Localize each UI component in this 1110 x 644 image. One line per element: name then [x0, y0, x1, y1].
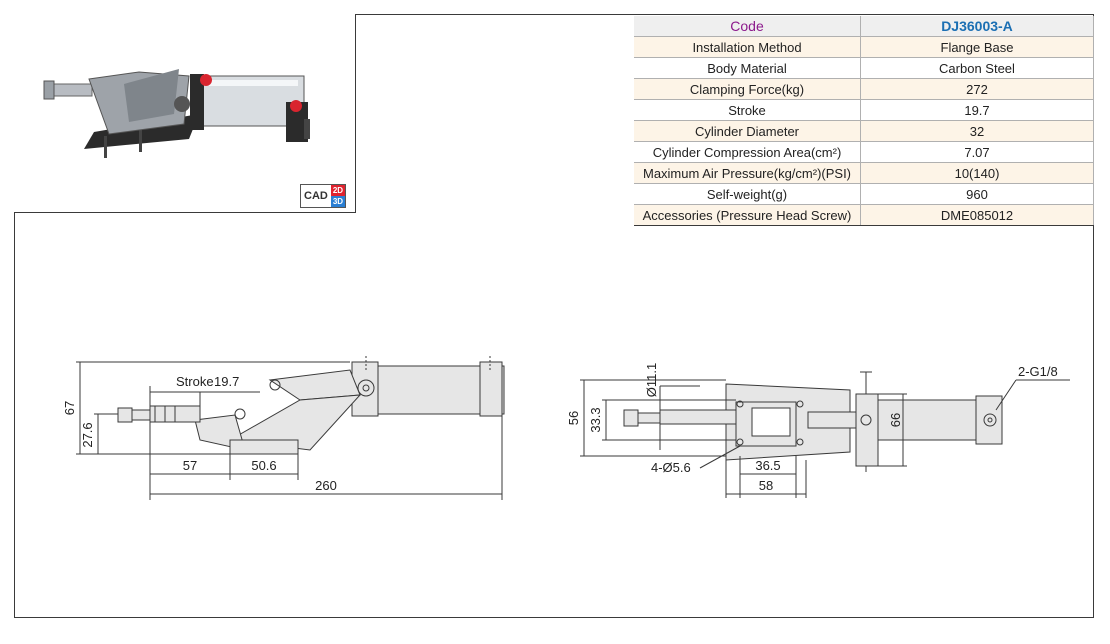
product-photo-panel [14, 14, 356, 213]
dim-66: 66 [888, 413, 903, 427]
spec-label: Maximum Air Pressure(kg/cm²)(PSI) [634, 162, 861, 184]
drawing-frame [14, 14, 1094, 618]
spec-label: Self-weight(g) [634, 183, 861, 205]
spec-row: Stroke 19.7 [634, 99, 1094, 121]
dim-50-6: 50.6 [251, 458, 276, 473]
spec-value: 7.07 [860, 141, 1094, 163]
cad-label: CAD [304, 190, 328, 202]
dim-port: 2-G1/8 [1018, 364, 1058, 379]
spec-row: Self-weight(g) 960 [634, 183, 1094, 205]
dim-58: 58 [759, 478, 773, 493]
spec-header-row: Code DJ36003-A [634, 16, 1094, 37]
spec-value: Flange Base [860, 36, 1094, 58]
spec-row: Cylinder Diameter 32 [634, 120, 1094, 142]
spec-table: Code DJ36003-A Installation Method Flang… [634, 16, 1094, 226]
dim-dia-11-1: Ø11.1 [644, 363, 659, 397]
spec-label: Cylinder Compression Area(cm²) [634, 141, 861, 163]
spec-value: DME085012 [860, 204, 1094, 226]
spec-label: Clamping Force(kg) [634, 78, 861, 100]
spec-value: 960 [860, 183, 1094, 205]
cad-3d-label: 3D [330, 196, 346, 207]
dim-33-3: 33.3 [588, 407, 603, 432]
spec-row: Clamping Force(kg) 272 [634, 78, 1094, 100]
side-view [76, 356, 505, 500]
spec-row: Body Material Carbon Steel [634, 57, 1094, 79]
spec-label: Accessories (Pressure Head Screw) [634, 204, 861, 226]
top-view [580, 371, 1070, 498]
spec-row: Accessories (Pressure Head Screw) DME085… [634, 204, 1094, 226]
stroke-label: Stroke [176, 374, 214, 389]
dim-36-5: 36.5 [755, 458, 780, 473]
spec-row: Cylinder Compression Area(cm²) 7.07 [634, 141, 1094, 163]
dim-57: 57 [183, 458, 197, 473]
spec-label: Installation Method [634, 36, 861, 58]
spec-value: 19.7 [860, 99, 1094, 121]
stroke-value: 19.7 [214, 374, 239, 389]
code-value: DJ36003-A [860, 16, 1094, 37]
spec-value: 32 [860, 120, 1094, 142]
dim-56: 56 [566, 411, 581, 425]
dim-67: 67 [62, 401, 77, 415]
spec-value: 10(140) [860, 162, 1094, 184]
spec-row: Maximum Air Pressure(kg/cm²)(PSI) 10(140… [634, 162, 1094, 184]
spec-row: Installation Method Flange Base [634, 36, 1094, 58]
dim-holes: 4-Ø5.6 [651, 460, 691, 475]
dim-27-6: 27.6 [80, 422, 95, 447]
spec-value: 272 [860, 78, 1094, 100]
spec-value: Carbon Steel [860, 57, 1094, 79]
spec-label: Stroke [634, 99, 861, 121]
cad-badge[interactable]: CAD 2D 3D [300, 184, 347, 208]
cad-2d-label: 2D [330, 185, 346, 196]
dim-260: 260 [315, 478, 337, 493]
product-photo [43, 69, 310, 158]
spec-label: Cylinder Diameter [634, 120, 861, 142]
spec-label: Body Material [634, 57, 861, 79]
code-label: Code [634, 16, 861, 37]
